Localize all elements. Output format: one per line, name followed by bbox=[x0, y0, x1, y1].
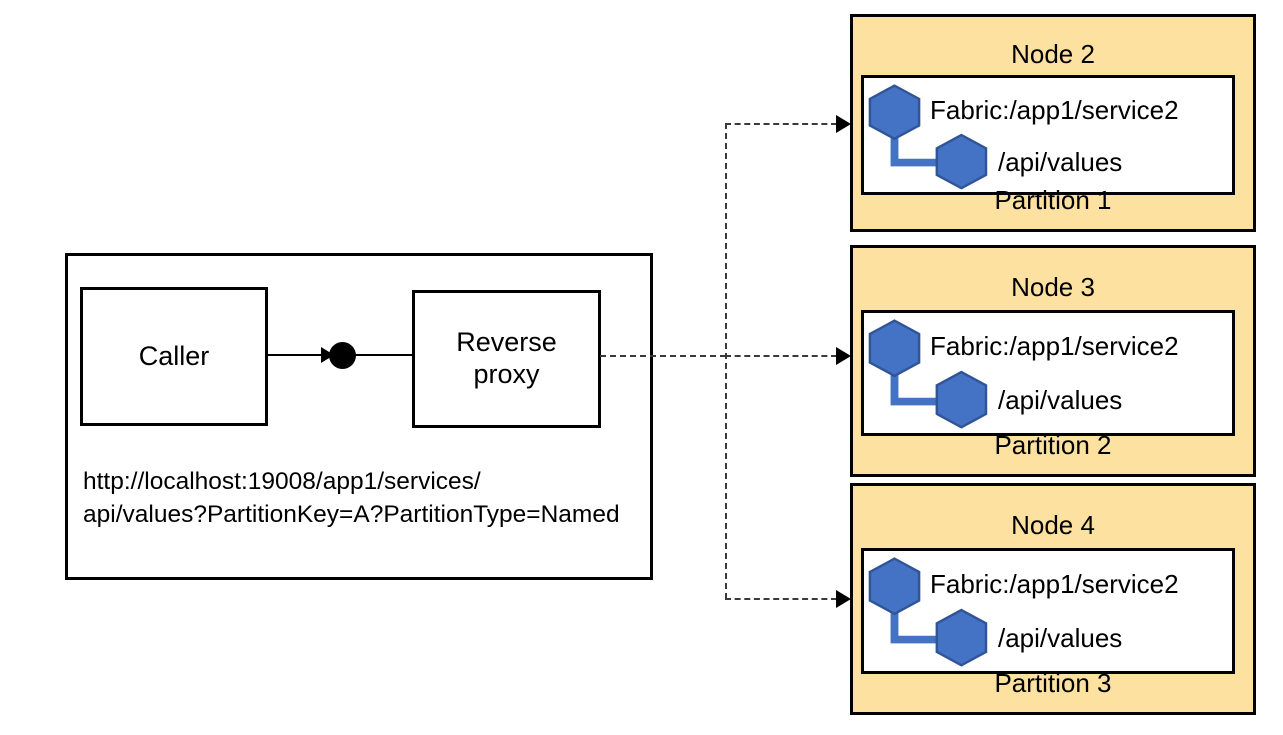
node-title-2: Node 3 bbox=[1011, 272, 1095, 302]
branch-line-node-2 bbox=[725, 123, 837, 125]
service-name-1: Fabric:/app1/service2 bbox=[930, 95, 1179, 125]
service-endpoint-2: /api/values bbox=[998, 385, 1123, 415]
partition-title-1: Partition 1 bbox=[994, 185, 1112, 215]
node-card-3[interactable]: Node 4 Fabric:/app1/service2 /api/values… bbox=[850, 483, 1256, 715]
service-name-2: Fabric:/app1/service2 bbox=[930, 331, 1179, 361]
dot-to-proxy-line bbox=[355, 354, 413, 356]
service-box-3[interactable]: Fabric:/app1/service2 /api/values bbox=[861, 548, 1235, 674]
service-endpoint-3: /api/values bbox=[998, 623, 1123, 653]
partition-title-2: Partition 2 bbox=[994, 430, 1112, 460]
reverse-proxy-label: Reverse proxy bbox=[456, 327, 557, 389]
service-box-1[interactable]: Fabric:/app1/service2 /api/values bbox=[861, 75, 1235, 195]
branch-arrow-node-4-icon bbox=[836, 590, 851, 608]
proxy-outbound-line bbox=[600, 355, 726, 357]
service-endpoint-1: /api/values bbox=[998, 147, 1123, 177]
branch-arrow-node-2-icon bbox=[836, 115, 851, 133]
reverse-proxy-box: Reverse proxy bbox=[412, 290, 601, 428]
url-line-1: http://localhost:19008/app1/services/ bbox=[83, 468, 481, 495]
branch-arrow-node-3-icon bbox=[836, 347, 851, 365]
caller-label: Caller bbox=[138, 340, 210, 371]
node-card-2[interactable]: Node 3 Fabric:/app1/service2 /api/values… bbox=[850, 245, 1256, 477]
service-name-3: Fabric:/app1/service2 bbox=[930, 569, 1179, 599]
node-title-1: Node 2 bbox=[1011, 39, 1095, 69]
partition-title-3: Partition 3 bbox=[994, 668, 1112, 698]
node-card-1[interactable]: Node 2 Fabric:/app1/service2 /api/values… bbox=[850, 14, 1256, 232]
caller-to-dot-line bbox=[267, 354, 323, 356]
service-box-2[interactable]: Fabric:/app1/service2 /api/values bbox=[861, 310, 1235, 436]
caller-box: Caller bbox=[80, 287, 268, 426]
request-dot-icon bbox=[329, 342, 356, 369]
branch-line-node-3 bbox=[725, 355, 837, 357]
routing-trunk-line bbox=[725, 123, 727, 599]
url-line-2: api/values?PartitionKey=A?PartitionType=… bbox=[83, 500, 620, 528]
request-url-text: http://localhost:19008/app1/services/api… bbox=[83, 466, 653, 531]
node-title-3: Node 4 bbox=[1011, 510, 1095, 540]
branch-line-node-4 bbox=[725, 598, 837, 600]
